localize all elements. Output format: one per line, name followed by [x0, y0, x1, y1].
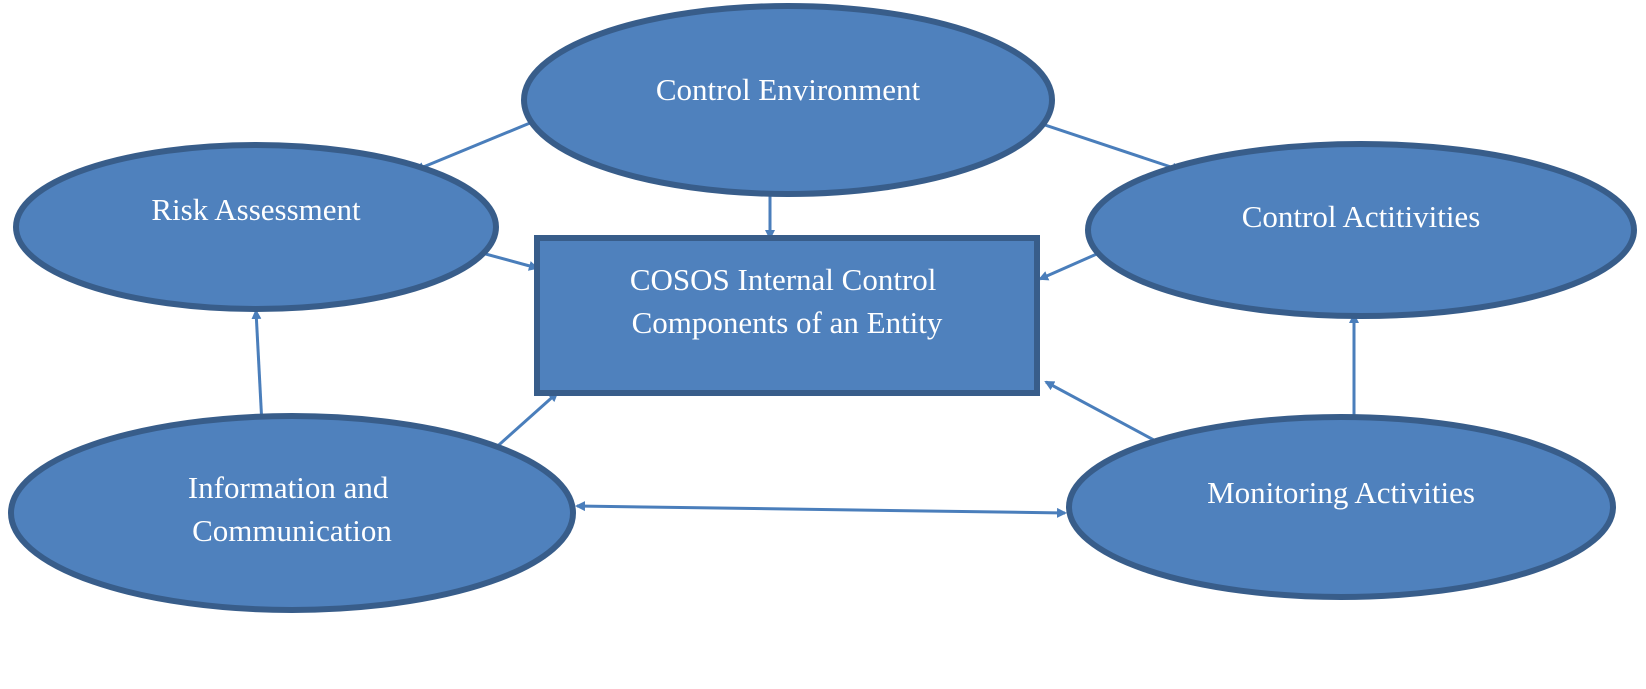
monitoring-activities-label-line: Monitoring Activities [1207, 475, 1475, 510]
control-environment-label: Control Environment [656, 72, 921, 107]
center-rectangle [534, 235, 1040, 396]
center-label-line-2: Components of an Entity [632, 305, 943, 340]
center-label-line-1: COSOS Internal Control [630, 262, 937, 297]
arrow-risk-assessment-to-center [481, 251, 539, 271]
monitoring-activities-label: Monitoring Activities [1207, 475, 1475, 510]
arrow-control-activities-to-center [1038, 251, 1100, 281]
control-activities-ellipse [1085, 141, 1637, 319]
control-activities-label: Control Actitivities [1242, 199, 1481, 234]
risk-assessment-label-line: Risk Assessment [151, 192, 361, 227]
center-label: COSOS Internal Control Components of an … [630, 262, 944, 340]
risk-assessment-ellipse [13, 142, 499, 312]
control-environment-label-line: Control Environment [656, 72, 921, 107]
monitoring-activities-ellipse [1066, 414, 1616, 600]
information-communication-ellipse [8, 413, 576, 613]
arrow-risk-assessment-information-communication [251, 309, 267, 427]
arrow-monitoring-activities-to-center [1044, 380, 1166, 448]
arrow-information-communication-monitoring-activities [575, 501, 1067, 518]
risk-assessment-label: Risk Assessment [151, 192, 361, 227]
arrow-control-environment-to-risk-assessment [414, 121, 531, 172]
information-communication-label-line-2: Communication [192, 513, 392, 548]
information-communication-label: Information and Communication [188, 470, 396, 548]
control-activities-label-line: Control Actitivities [1242, 199, 1481, 234]
control-environment-ellipse [521, 3, 1055, 197]
information-communication-label-line-1: Information and [188, 470, 389, 505]
